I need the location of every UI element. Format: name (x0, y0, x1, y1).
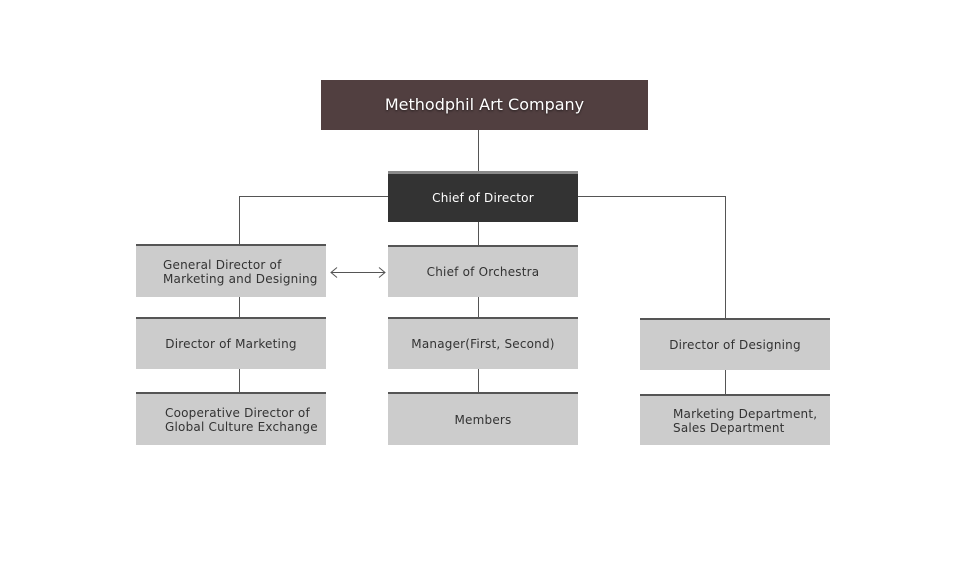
node-general-director: General Director of Marketing and Design… (136, 244, 326, 297)
node-members-label: Members (454, 412, 512, 427)
node-director-of-marketing-label: Director of Marketing (165, 337, 297, 351)
node-cooperative-director: Cooperative Director of Global Culture E… (136, 392, 326, 445)
node-chief-of-director: Chief of Director (388, 171, 578, 222)
node-company: Methodphil Art Company (321, 80, 648, 130)
node-chief-of-director-label: Chief of Director (432, 191, 534, 205)
node-company-label: Methodphil Art Company (384, 95, 585, 114)
connector-chief-left (239, 196, 388, 245)
connector-chief-right (578, 196, 726, 318)
node-departments: Marketing Department, Sales Department (640, 394, 830, 445)
node-manager-label: Manager(First, Second) (411, 337, 555, 351)
node-general-director-label: General Director of Marketing and Design… (163, 257, 318, 286)
node-chief-of-orchestra-label: Chief of Orchestra (426, 265, 540, 279)
node-members: Members (388, 392, 578, 445)
node-director-of-designing: Director of Designing (640, 318, 830, 370)
node-cooperative-director-label: Cooperative Director of Global Culture E… (165, 405, 318, 434)
node-manager: Manager(First, Second) (388, 317, 578, 369)
node-chief-of-orchestra: Chief of Orchestra (388, 245, 578, 297)
node-departments-label: Marketing Department, Sales Department (673, 406, 818, 435)
node-director-of-designing-label: Director of Designing (669, 338, 801, 352)
arrowhead-right (378, 267, 386, 278)
arrowhead-left (330, 267, 338, 278)
node-director-of-marketing: Director of Marketing (136, 317, 326, 369)
